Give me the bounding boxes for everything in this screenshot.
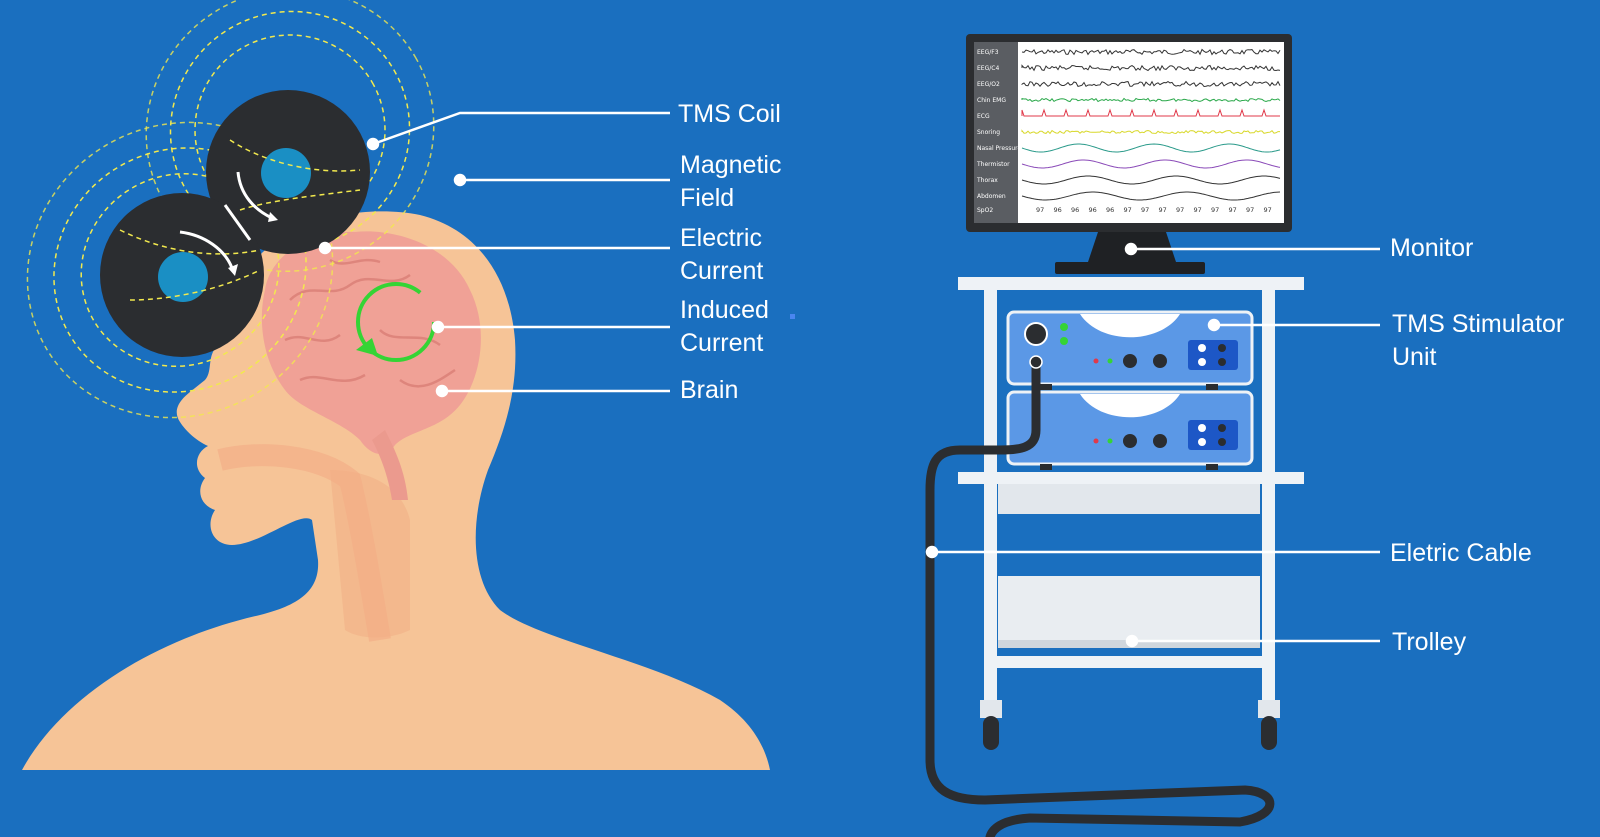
label-monitor: Monitor xyxy=(1390,234,1473,262)
label-electric-cable: Eletric Cable xyxy=(1390,539,1532,567)
spo2-value: 96 xyxy=(1089,206,1097,214)
left-callouts xyxy=(318,111,670,398)
label-electric-current-line1: Electric xyxy=(680,224,762,252)
channel-label: ECG xyxy=(977,113,990,120)
spo2-value: 97 xyxy=(1176,206,1184,214)
channel-label-column xyxy=(974,42,1018,223)
channel-trace xyxy=(1021,191,1281,201)
channel-label: Thermistor xyxy=(976,161,1010,168)
current-arrows xyxy=(179,171,273,269)
label-induced-current-line1: Induced xyxy=(680,296,769,324)
blue-marker xyxy=(790,314,795,319)
brain-folds xyxy=(284,258,456,388)
channel-label: Abdomen xyxy=(977,193,1006,200)
tms-coil xyxy=(26,0,435,419)
trolley-post-left xyxy=(984,290,997,710)
spo2-value: 97 xyxy=(1229,206,1237,214)
spo2-value: 97 xyxy=(1264,206,1272,214)
channel-label: EEG/F3 xyxy=(977,49,999,56)
channel-trace xyxy=(1021,108,1280,117)
label-brain: Brain xyxy=(680,376,738,404)
label-trolley: Trolley xyxy=(1392,628,1467,656)
channel-trace xyxy=(1021,64,1281,72)
trolley-middle-shelf xyxy=(958,472,1304,484)
stimulator-knob xyxy=(1024,322,1048,346)
channel-label: Nasal Pressure xyxy=(977,145,1021,152)
spo2-value: 97 xyxy=(1159,206,1167,214)
label-induced-current-line2: Current xyxy=(680,329,763,357)
coil-center-lower xyxy=(158,252,208,302)
label-tms-coil: TMS Coil xyxy=(678,100,781,128)
channel-trace xyxy=(1021,97,1281,103)
spo2-value: 97 xyxy=(1036,206,1044,214)
wheel-right xyxy=(1258,700,1280,750)
spo2-value: 97 xyxy=(1194,206,1202,214)
label-magnetic-field-line1: Magnetic xyxy=(680,151,781,179)
spo2-value: 97 xyxy=(1124,206,1132,214)
channel-trace xyxy=(1021,143,1281,153)
human-head-illustration xyxy=(22,211,770,771)
induced-current-ring xyxy=(356,282,436,362)
spo2-value: 96 xyxy=(1106,206,1114,214)
channel-label: EEG/O2 xyxy=(977,81,1000,88)
tms-stimulator-unit-lower xyxy=(1006,390,1254,470)
channel-trace xyxy=(1021,129,1280,135)
trolley-shelf-face xyxy=(998,484,1260,514)
tms-stimulator-unit-upper xyxy=(1006,310,1254,390)
label-electric-current-line2: Current xyxy=(680,257,763,285)
airway xyxy=(217,444,391,642)
label-tms-stimulator-unit-line2: Unit xyxy=(1392,343,1437,371)
channel-trace xyxy=(1021,80,1281,88)
trolley-top-shelf xyxy=(958,277,1304,290)
channel-label: EEG/C4 xyxy=(977,65,999,72)
label-tms-stimulator-unit-line1: TMS Stimulator xyxy=(1392,310,1564,338)
spo2-value: 97 xyxy=(1141,206,1149,214)
trolley-drawer xyxy=(998,576,1260,646)
monitor-base xyxy=(1055,262,1205,274)
wheel-left xyxy=(980,700,1002,750)
trolley-bottom-bar xyxy=(990,656,1272,668)
spo2-value: 96 xyxy=(1071,206,1079,214)
electric-cable xyxy=(925,355,1275,837)
right-callouts xyxy=(925,242,1380,648)
spo2-label: SpO2 xyxy=(977,207,993,214)
label-magnetic-field-line2: Field xyxy=(680,184,734,212)
trolley-post-right xyxy=(1262,290,1275,710)
channel-trace xyxy=(1021,175,1281,185)
brain-stem xyxy=(372,430,408,500)
spo2-value: 97 xyxy=(1246,206,1254,214)
channel-trace xyxy=(1021,48,1281,56)
coil-center-upper xyxy=(261,148,311,198)
spo2-value: 97 xyxy=(1211,206,1219,214)
channel-label: Chin EMG xyxy=(977,97,1006,104)
channel-label: Snoring xyxy=(977,129,1000,136)
spo2-value: 96 xyxy=(1054,206,1062,214)
channel-trace xyxy=(1021,159,1281,169)
channel-label: Thorax xyxy=(976,177,998,184)
